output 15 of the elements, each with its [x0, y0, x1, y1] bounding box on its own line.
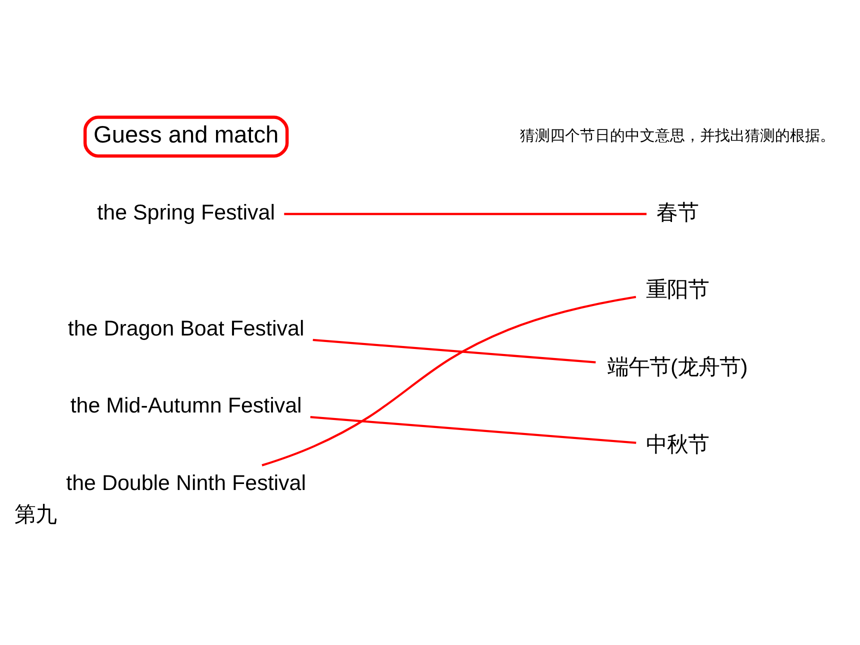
label: 猜测四个节日的中文意思，并找出猜测的根据。 — [520, 128, 835, 145]
node-text: the Mid-Autumn Festival — [70, 394, 302, 418]
node-text: 重阳节 — [646, 278, 709, 302]
node-box: Guess and match — [82, 116, 288, 158]
node-text: 中秋节 — [646, 432, 709, 456]
connector — [261, 296, 636, 466]
node-text: the Spring Festival — [96, 200, 274, 224]
node-label: 第九 — [14, 502, 56, 526]
node-text: 春节 — [656, 200, 698, 224]
connector — [284, 212, 646, 216]
node-text: the Double Ninth Festival — [66, 471, 306, 496]
node-text: 端午节(龙舟节) — [606, 355, 748, 380]
connector — [312, 338, 596, 364]
connector — [310, 416, 636, 444]
node-text: the Dragon Boat Festival — [67, 316, 304, 340]
